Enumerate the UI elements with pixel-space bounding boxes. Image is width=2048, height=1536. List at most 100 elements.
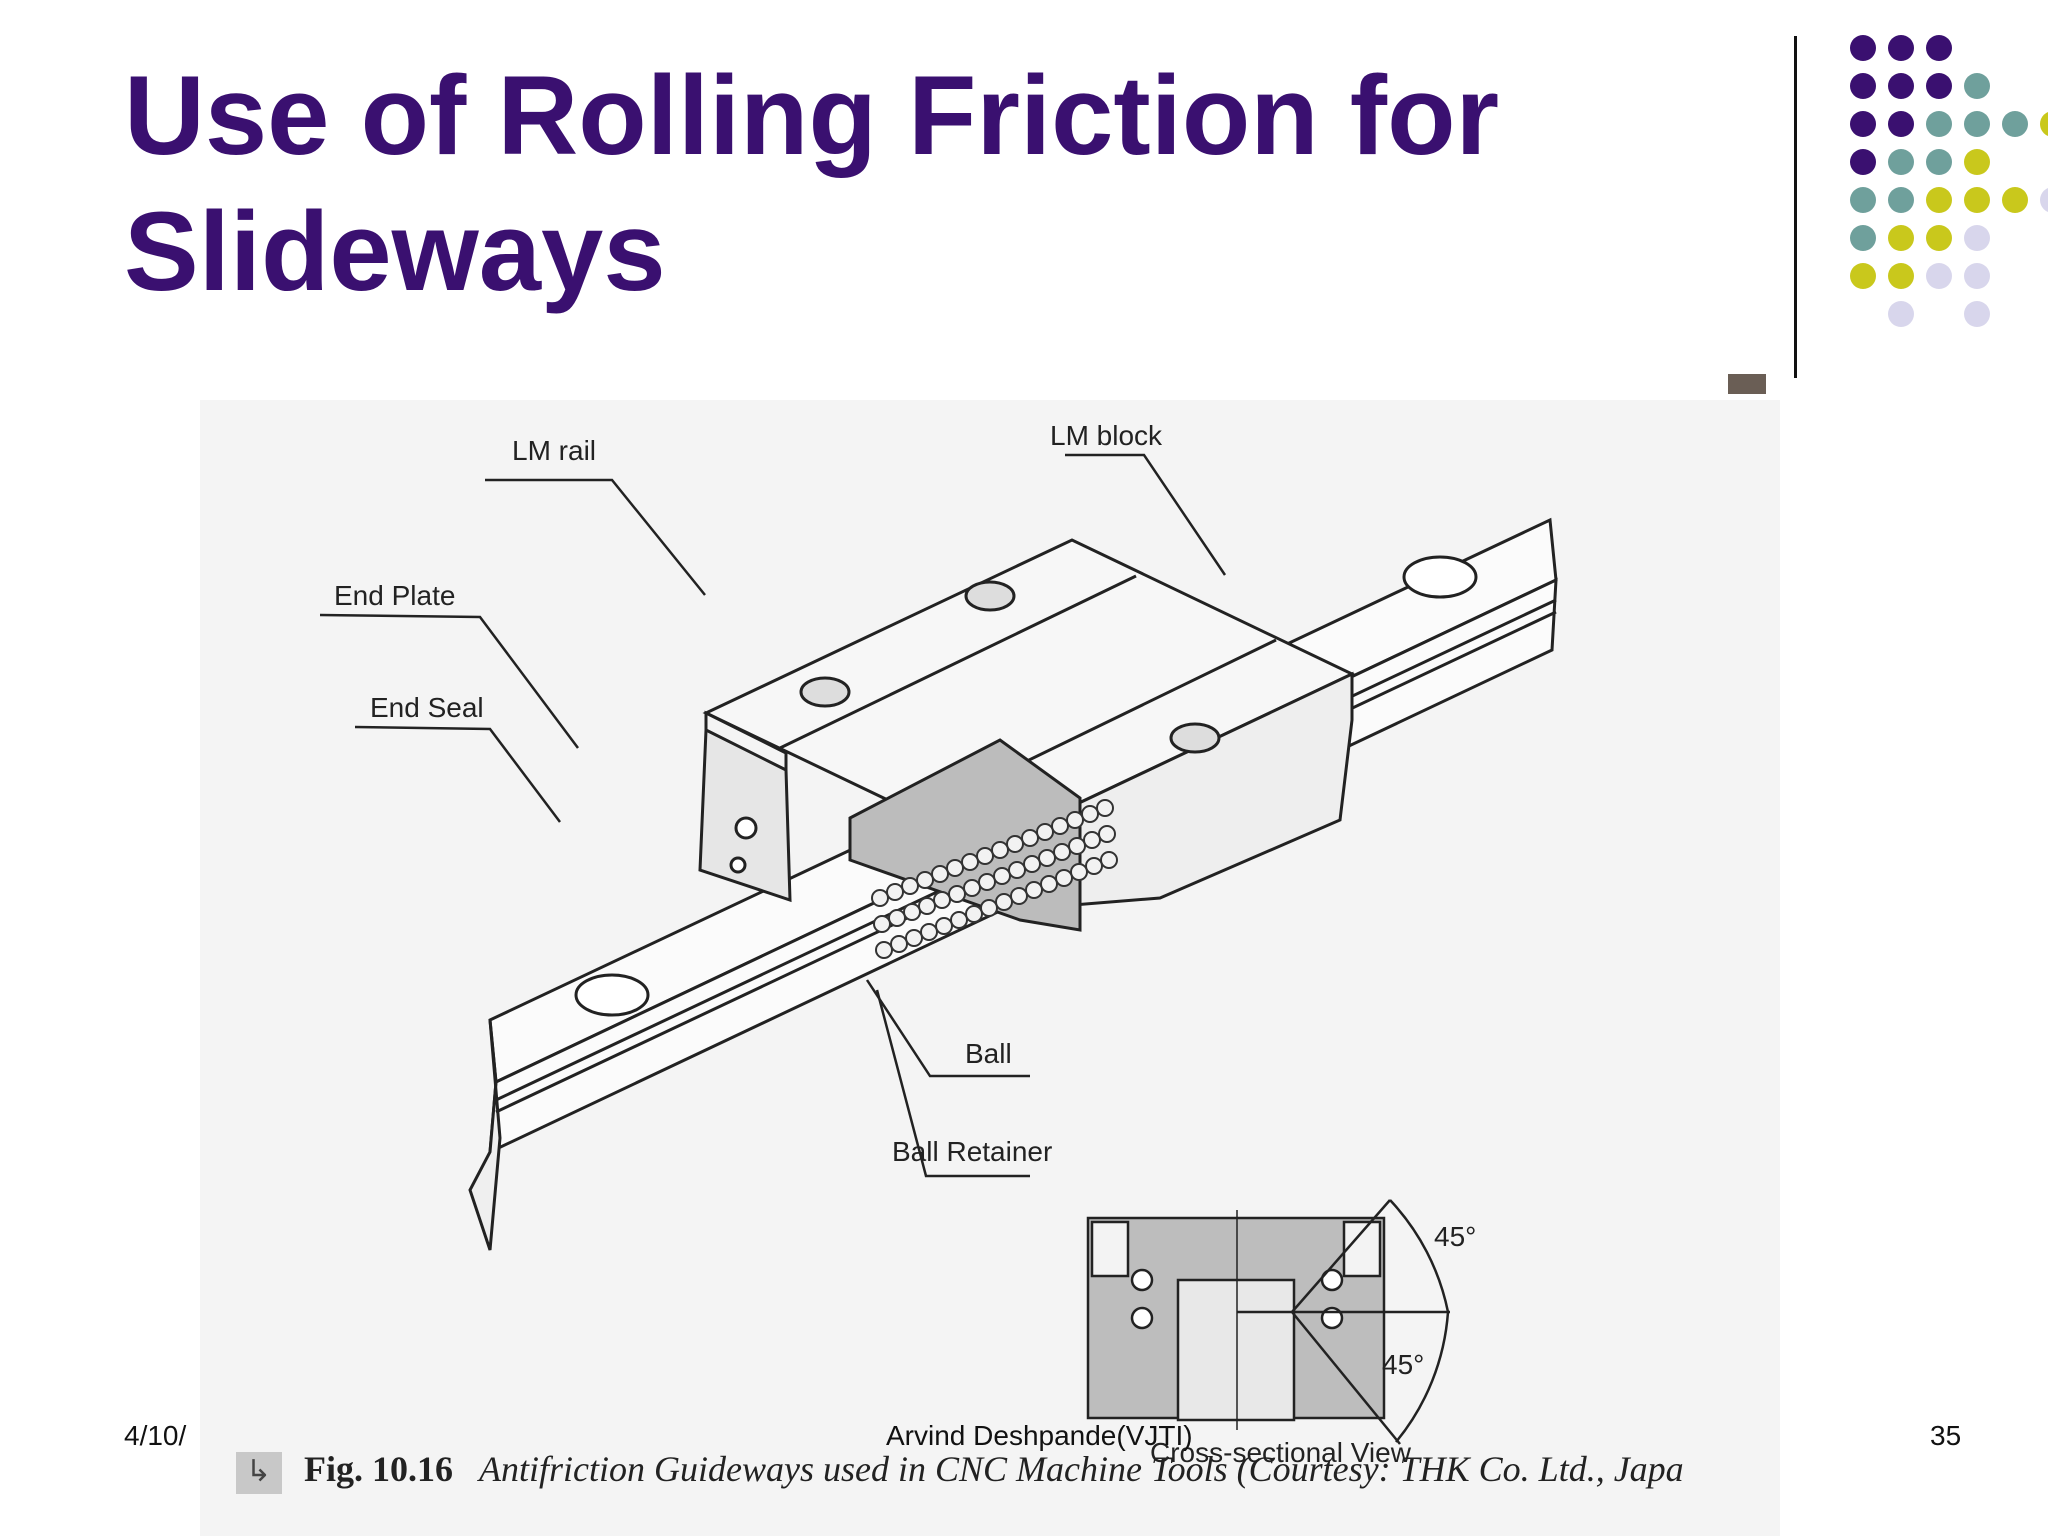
decorative-dot: [2040, 188, 2048, 212]
ball-element: [1098, 825, 1116, 843]
footer-page-number: 35: [1930, 1420, 1962, 1451]
ball-element: [1040, 875, 1058, 893]
ball-element: [871, 889, 889, 907]
decorative-dot: [1964, 149, 1990, 175]
ball-element: [886, 883, 904, 901]
decorative-dot: [1964, 301, 1990, 327]
footer-author: Arvind Deshpande(VJTI): [886, 1420, 1193, 1451]
ball-element: [918, 897, 936, 915]
decorative-dot: [1888, 301, 1914, 327]
ball-element: [1036, 823, 1054, 841]
ball-element: [978, 873, 996, 891]
leader-lines: [319, 453, 1227, 1178]
ball-element: [976, 847, 994, 865]
ball-element: [1053, 843, 1071, 861]
ball-element: [935, 917, 953, 935]
decorative-dot: [1850, 73, 1876, 99]
ball-element: [950, 911, 968, 929]
ball-element: [1021, 829, 1039, 847]
decorative-dot: [1964, 263, 1990, 289]
decorative-dot: [1850, 263, 1876, 289]
ball-element: [1068, 837, 1086, 855]
cross-section-drawing: [1086, 1199, 1450, 1445]
decorative-dot: [1926, 149, 1952, 175]
label-cross-section: Cross-sectional View: [1150, 1437, 1412, 1468]
decorative-dot: [1888, 149, 1914, 175]
decorative-dot: [1888, 35, 1914, 61]
ball-element: [903, 903, 921, 921]
label-ball-retainer: Ball Retainer: [892, 1136, 1052, 1167]
decorative-dot: [1888, 225, 1914, 251]
ball-element: [991, 841, 1009, 859]
decorative-dot: [1964, 225, 1990, 251]
figure-number: Fig. 10.16: [304, 1449, 453, 1489]
decorative-dot: [1850, 187, 1876, 213]
guideway-figure: LM rail LM block End Plate End Seal Ball…: [200, 400, 1780, 1536]
ball-element: [1083, 831, 1101, 849]
ball-element: [1023, 855, 1041, 873]
ball-element: [1070, 863, 1088, 881]
slide-title-line1: Use of Rolling Friction for: [124, 53, 1500, 178]
ball-element: [888, 909, 906, 927]
ball-element: [1085, 857, 1103, 875]
ball-element: [916, 871, 934, 889]
decorative-dot: [1926, 73, 1952, 99]
vertical-divider: [1794, 36, 1797, 378]
ball-element: [995, 893, 1013, 911]
label-lm-block: LM block: [1050, 420, 1163, 451]
ball-element: [1096, 799, 1114, 817]
decorative-dot: [1926, 111, 1952, 137]
ball-element: [1010, 887, 1028, 905]
decorative-dot: [1888, 111, 1914, 137]
decorative-dot: [1926, 35, 1952, 61]
ball-element: [931, 865, 949, 883]
ball-element: [890, 935, 908, 953]
ball-element: [946, 859, 964, 877]
footer-date: 4/10/: [124, 1420, 187, 1451]
decorative-dot: [1926, 263, 1952, 289]
ball-element: [993, 867, 1011, 885]
decorative-dot: [2002, 187, 2028, 213]
decorative-dot: [1888, 73, 1914, 99]
ball-element: [1008, 861, 1026, 879]
figure-caption-text: Antifriction Guideways used in CNC Machi…: [479, 1449, 1684, 1489]
figure-caption: Fig. 10.16 Antifriction Guideways used in…: [236, 1448, 1796, 1518]
label-ball: Ball: [965, 1038, 1012, 1069]
ball-element: [965, 905, 983, 923]
ball-element: [920, 923, 938, 941]
decorative-dot: [1850, 149, 1876, 175]
label-lm-rail: LM rail: [512, 435, 596, 466]
decorative-dot: [2002, 111, 2028, 137]
ball-element: [905, 929, 923, 947]
decorative-dot: [1850, 225, 1876, 251]
slide-title-line2: Slideways: [124, 189, 666, 314]
ball-element: [1038, 849, 1056, 867]
decorative-dot: [1850, 111, 1876, 137]
ball-element: [1081, 805, 1099, 823]
label-end-plate: End Plate: [334, 580, 455, 611]
ball-element: [1025, 881, 1043, 899]
caption-arrow-icon: [236, 1451, 282, 1494]
ball-element: [963, 879, 981, 897]
label-end-seal: End Seal: [370, 692, 484, 723]
decorative-dot: [2040, 112, 2048, 136]
ball-element: [1055, 869, 1073, 887]
ball-element: [948, 885, 966, 903]
ball-element: [873, 915, 891, 933]
label-angle-top: 45°: [1434, 1221, 1476, 1252]
decorative-dot: [1926, 225, 1952, 251]
slide-title: Use of Rolling Friction for Slideways: [124, 48, 1724, 320]
decorative-bar: [1728, 374, 1766, 394]
decorative-dot: [1888, 187, 1914, 213]
ball-element: [1051, 817, 1069, 835]
ball-element: [875, 941, 893, 959]
decorative-dot: [1964, 111, 1990, 137]
decorative-dot: [1850, 35, 1876, 61]
ball-element: [980, 899, 998, 917]
ball-element: [901, 877, 919, 895]
ball-element: [1066, 811, 1084, 829]
ball-rows: [871, 799, 1118, 959]
decorative-dot: [1964, 187, 1990, 213]
ball-element: [1006, 835, 1024, 853]
decorative-dot: [1964, 73, 1990, 99]
